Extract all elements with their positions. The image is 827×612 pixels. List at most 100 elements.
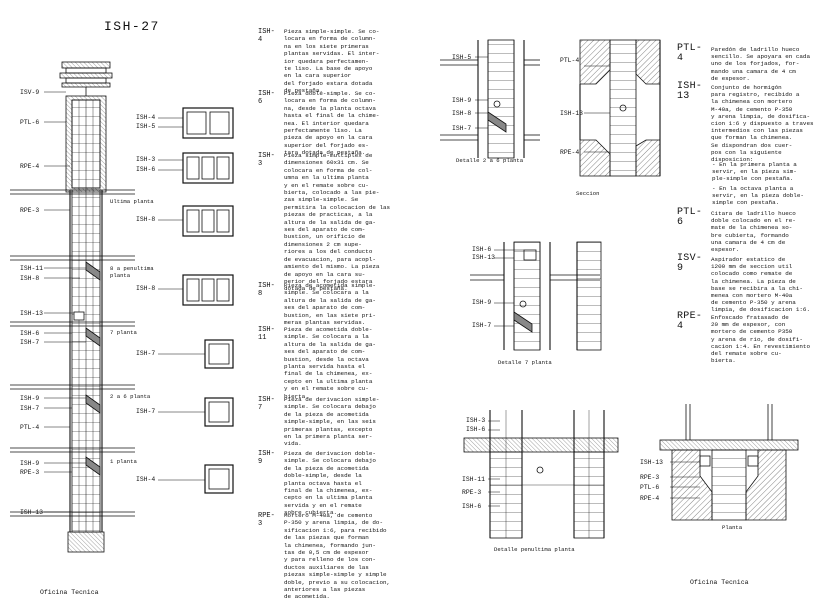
right-spec-line: limpia, de dosificacion 1:6. [711, 306, 810, 314]
spec-line: Pieza simple-multiplex de [284, 152, 373, 159]
spec-line: ior quedara perfectamen- [284, 57, 369, 65]
label-ish-9-lower: ISH-9 [20, 460, 40, 467]
label-ish-11: ISH-11 [20, 265, 44, 272]
spec-line: locara en forma de column- [284, 97, 376, 105]
spec-line: de apoyo en la cara su- [284, 270, 366, 278]
spec-line: de acometida. [284, 593, 330, 601]
spec-line: cepto en la ultima planta [284, 494, 373, 502]
section-label-ish-8-b: ISH-8 [136, 285, 156, 292]
spec-line: Mortero M-40a, de cemento [284, 512, 373, 519]
section-label-ish-7: ISH-7 [136, 350, 156, 357]
right-spec-line: mate de la chimenea so- [711, 224, 793, 232]
spec-line: simple. Se colocara debajo [284, 457, 376, 465]
right-spec-line: Se dispondran dos cuer- [711, 141, 793, 149]
spec-line: simple-simple, en las seis [284, 418, 376, 426]
spec-line: piezas de practicas, a la [284, 211, 373, 219]
spec-line: ses del aparato de com- [284, 304, 366, 312]
right-spec-line: intermedios con las piezas [711, 127, 803, 135]
spec-line: riores a los del conducto [284, 248, 373, 256]
right-spec-line: espesor. [711, 246, 740, 254]
right-spec-line: cacion 1:4. En revestimiento [711, 342, 810, 350]
d2-label-rpe-4: RPE-4 [560, 149, 580, 156]
spec-description: Pieza de derivacion simple-simple. Se co… [284, 396, 379, 448]
spec-line: servida y en el remate [284, 501, 362, 509]
right-spec-line: doble colocado en el re- [711, 217, 796, 225]
chimney-elevation [59, 61, 113, 553]
d1-label-ish-5: ISH-5 [452, 54, 472, 61]
right-spec-line: la chimenea con mortero [711, 98, 793, 106]
detail-seccion [579, 39, 661, 177]
spec-line: bustion, desde la octava [284, 355, 369, 363]
spec-description: Pieza de derivacion doble-simple. Se col… [284, 450, 376, 517]
spec-line: na en los siete primeras [284, 42, 369, 50]
right-spec-line: bre cubierta, formando [711, 231, 789, 239]
spec-line: colocara en forma de col- [284, 166, 373, 174]
d5-label-rpe-4: RPE-4 [640, 495, 660, 502]
spec-line: superior del forjado es- [284, 141, 369, 149]
d1-label-ish-7: ISH-7 [452, 125, 472, 132]
spec-line: plantas servidas. El inter- [284, 50, 380, 58]
d5-label-rpe-3: RPE-3 [640, 474, 660, 481]
section-label-ish-4: ISH-4 [136, 114, 156, 121]
spec-line: altura de la salida de ga- [284, 296, 376, 304]
right-spec-line: Citara de ladrillo hueco [711, 210, 796, 217]
spec-line: Pieza de derivacion simple- [284, 396, 380, 403]
right-spec-line: M-40a, de cemento P-350 [711, 105, 793, 113]
label-ish-6: ISH-6 [20, 330, 40, 337]
d4-label-rpe-3: RPE-3 [462, 489, 482, 496]
spec-code: ISH-3 [258, 152, 275, 168]
spec-line: P-350 y arena limpia, de do- [284, 519, 383, 527]
detail-planta [659, 404, 799, 521]
left-leaders [44, 91, 86, 513]
right-spec-line: base se recibira a la chi- [711, 284, 803, 292]
section-label-ish-4-b: ISH-4 [136, 476, 156, 483]
spec-line: primeras plantas, excepto [284, 425, 373, 433]
right-spec-line: cion 1:6 y dispuesto a traves [711, 120, 814, 128]
section-label-ish-7-b: ISH-7 [136, 408, 156, 415]
spec-line: tara dotada de pestaña. [284, 149, 366, 157]
spec-line: Pieza de acometida simple- [284, 282, 376, 289]
spec-line: perfectamente liso. La [284, 127, 362, 135]
right-spec-line: bierta. [711, 357, 736, 365]
d4-caption: Detalle penultima planta [494, 546, 575, 553]
spec-line: perior del forjado estara [284, 277, 373, 285]
spec-line: de evacuacion, para acopl- [284, 255, 376, 263]
spec-line: simple. Se colocara a la [284, 333, 369, 341]
spec-line: nea. El interior quedara [284, 119, 369, 127]
spec-line: la chimenea, formando jun- [284, 541, 376, 549]
spec-line: dotada de pestaña. [284, 285, 348, 293]
right-spec-line: de espesor. [711, 74, 750, 82]
right-spec-line: para registro, recibido a [711, 91, 800, 99]
spec-line: y en el remate sobre cu- [284, 385, 369, 393]
right-spec-line: 1200 mm de seccion util [711, 263, 793, 271]
spec-line: Pieza doble-simple. Se co- [284, 90, 376, 97]
label-ish-8: ISH-8 [20, 275, 40, 282]
label-rpe-3-lower: RPE-3 [20, 469, 40, 476]
right-spec-code: PTL-6 [677, 207, 703, 228]
section-label-ish-8: ISH-8 [136, 216, 156, 223]
spec-description: Pieza doble-simple. Se co-locara en form… [284, 90, 379, 157]
d1-label-ish-8: ISH-8 [452, 110, 472, 117]
spec-line: umna en la ultima planta [284, 174, 369, 182]
spec-line: permitira la colocacion de las [284, 203, 391, 211]
d1-label-ish-9: ISH-9 [452, 97, 472, 104]
d4-label-ish-6: ISH-6 [466, 426, 486, 433]
spec-code: RPE-3 [258, 512, 275, 528]
note-1-planta: 1 planta [110, 458, 137, 465]
spec-line: anteriores a las piezas [284, 586, 366, 594]
right-spec-line: Paredón de ladrillo hueco [711, 46, 800, 53]
spec-code: ISH-4 [258, 28, 275, 44]
right-spec-line: mando una camara de 4 cm [711, 67, 796, 75]
right-spec-line: mortero de cemento P350 [711, 328, 793, 336]
d4-label-ish-11: ISH-11 [462, 476, 486, 483]
spec-line: amiento del mismo. La pieza [284, 263, 380, 271]
d2-label-ish-13: ISH-13 [560, 110, 584, 117]
spec-line: simple. Se colocara a la [284, 289, 369, 297]
right-spec-line: que forman la chimenea. [711, 134, 793, 142]
spec-description: Pieza de acometida simple-simple. Se col… [284, 282, 376, 326]
